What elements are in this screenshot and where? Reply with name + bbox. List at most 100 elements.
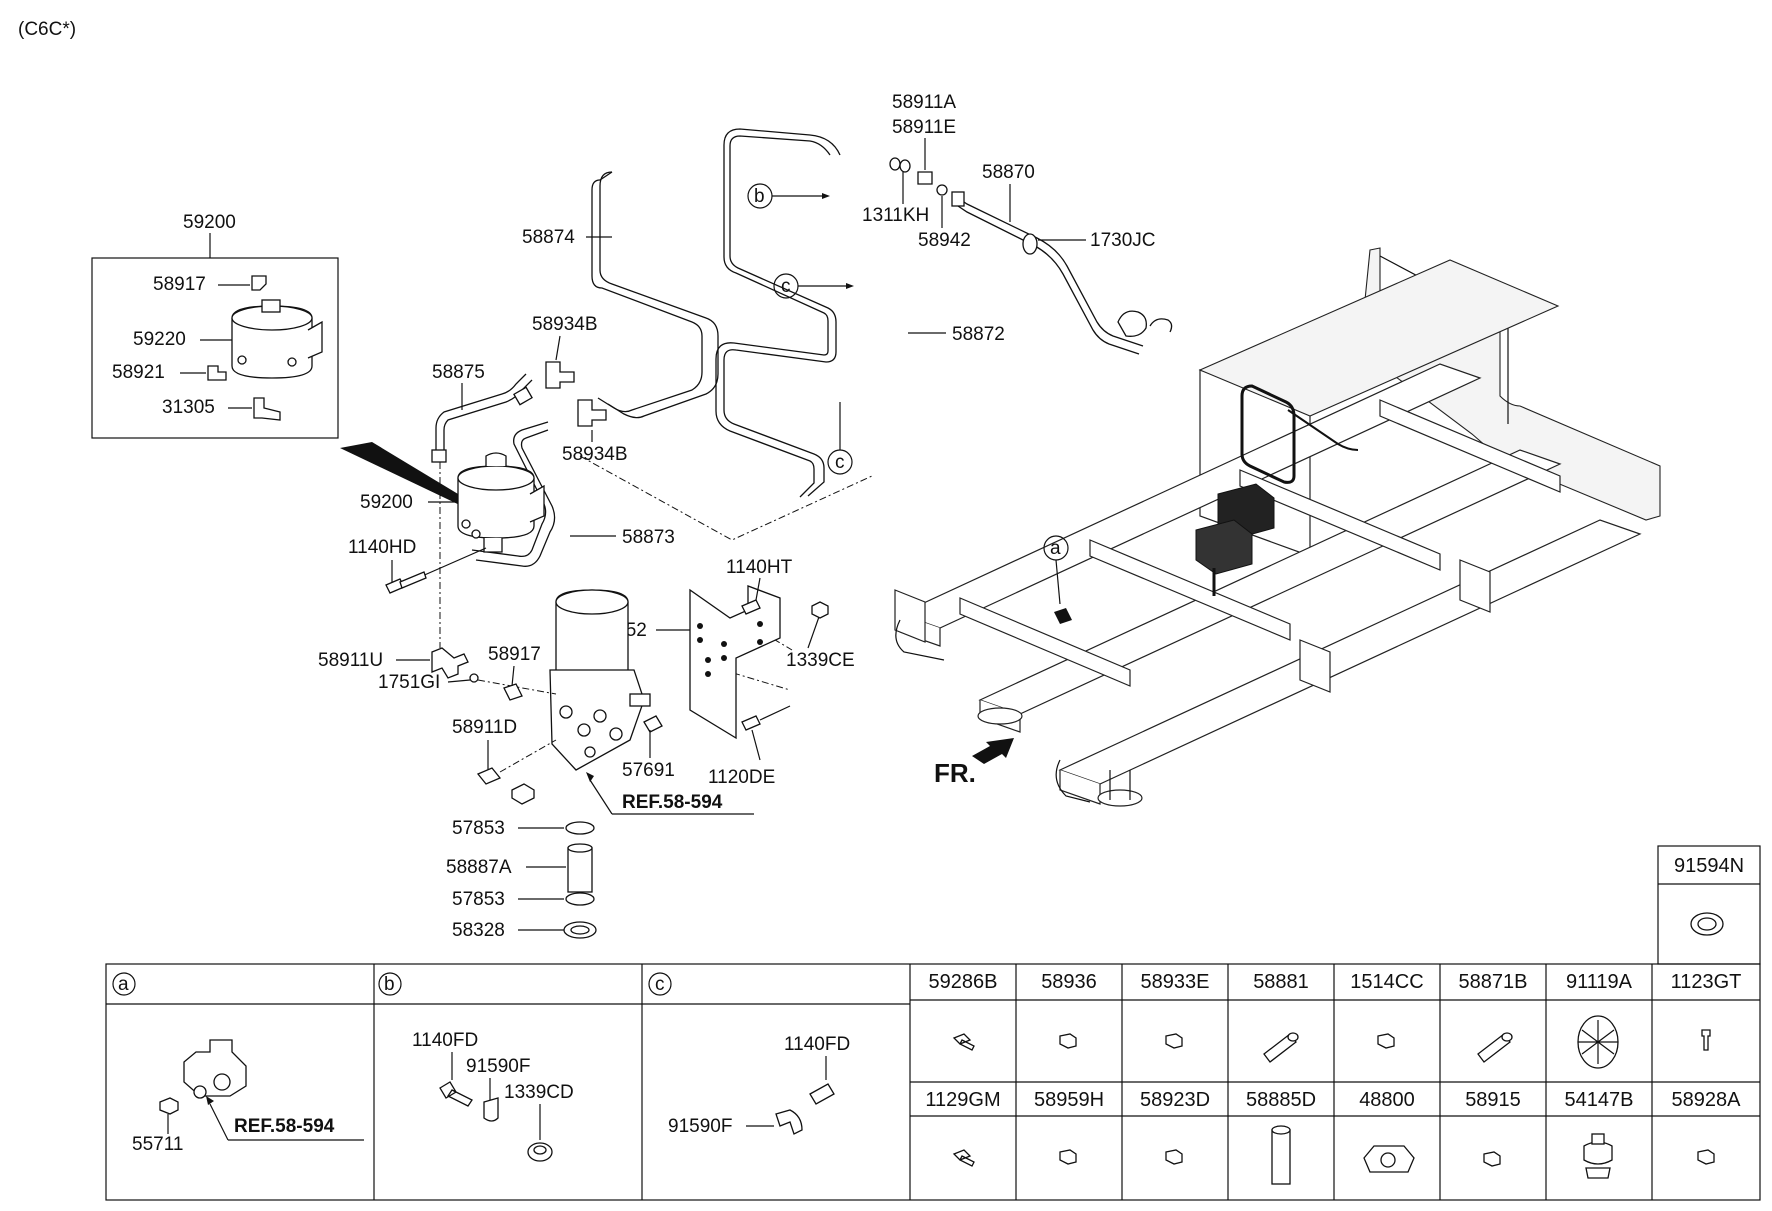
label-58874: 58874 bbox=[522, 227, 575, 248]
label-58328: 58328 bbox=[452, 920, 505, 941]
pipe-58873 bbox=[471, 421, 556, 567]
label-1751gi: 1751GI bbox=[378, 672, 440, 693]
table-part-55711: 55711 bbox=[132, 1134, 183, 1155]
kit-box-label: 59200 bbox=[183, 212, 236, 233]
kit-item-31305: 31305 bbox=[162, 397, 215, 418]
cell-header-91594n: 91594N bbox=[1674, 855, 1744, 877]
label-58911d: 58911D bbox=[452, 717, 517, 738]
front-arrow-icon bbox=[972, 738, 1014, 764]
diagram-code: (C6C*) bbox=[18, 19, 76, 40]
bolt-1129gm-icon bbox=[952, 1149, 975, 1167]
clamp-57853-upper-icon bbox=[565, 821, 595, 835]
cell-header-r2-5: 58915 bbox=[1465, 1089, 1521, 1111]
fitting-58923d-icon bbox=[1165, 1149, 1183, 1165]
label-1311kh: 1311KH bbox=[862, 205, 929, 226]
label-58934b-lower: 58934B bbox=[562, 444, 628, 465]
fitting-58915-icon bbox=[1483, 1151, 1501, 1167]
cell-header-r2-3: 58885D bbox=[1246, 1089, 1316, 1111]
nut-55711-icon bbox=[159, 1097, 179, 1115]
label-58887a: 58887A bbox=[446, 857, 512, 878]
pipe-58874 bbox=[591, 171, 719, 419]
parts-table: 91594N a 55711 REF.58-594 bbox=[105, 845, 1761, 1201]
kit-box bbox=[91, 257, 339, 439]
label-59200: 59200 bbox=[360, 492, 413, 513]
bolt-1140fd-c-icon bbox=[809, 1083, 835, 1105]
governor-59200-icon bbox=[457, 452, 545, 553]
pointer-arrow bbox=[340, 442, 468, 508]
cell-header-r2-0: 1129GM bbox=[925, 1089, 1000, 1111]
fitting-58917-icon bbox=[503, 683, 523, 701]
cell-header-r2-6: 54147B bbox=[1565, 1089, 1634, 1111]
bolt-1140fd-b-icon bbox=[439, 1081, 473, 1107]
cell-header-r1-0: 59286B bbox=[929, 971, 998, 993]
table-part-1140fd-c: 1140FD bbox=[784, 1034, 850, 1055]
fitting-58933e-icon bbox=[1165, 1033, 1183, 1049]
cell-header-r2-1: 58959H bbox=[1034, 1089, 1104, 1111]
table-callout-c-letter: c bbox=[655, 974, 665, 995]
cell-header-r1-2: 58933E bbox=[1141, 971, 1210, 993]
cell-header-r2-2: 58923D bbox=[1140, 1089, 1210, 1111]
oring-1751gi-icon bbox=[469, 673, 479, 683]
label-58911a: 58911A bbox=[892, 92, 956, 113]
fitting-lower-icon bbox=[511, 783, 535, 805]
cell-header-r2-4: 48800 bbox=[1359, 1089, 1415, 1111]
label-1140ht: 1140HT bbox=[726, 557, 793, 578]
cell-header-r1-4: 1514CC bbox=[1350, 971, 1423, 993]
hose-58885d-icon bbox=[1271, 1125, 1291, 1185]
callout-b-letter: b bbox=[754, 186, 765, 207]
hose-58881-icon bbox=[1263, 1033, 1297, 1063]
table-callout-a-letter: a bbox=[118, 974, 129, 995]
fitting-1514cc-icon bbox=[1377, 1033, 1395, 1049]
table-ref-a[interactable]: REF.58-594 bbox=[234, 1116, 335, 1137]
air-dryer-assembly bbox=[549, 589, 651, 771]
label-1120de: 1120DE bbox=[708, 767, 775, 788]
table-callout-b-letter: b bbox=[384, 974, 395, 995]
callout-c-lower-letter: c bbox=[835, 452, 845, 473]
label-58942: 58942 bbox=[918, 230, 971, 251]
bolt-59286b-icon bbox=[952, 1033, 975, 1051]
pipe-58872 bbox=[715, 128, 841, 498]
label-58872: 58872 bbox=[952, 324, 1005, 345]
chassis-frame-illustration bbox=[894, 247, 1661, 807]
clip-91590f-b-icon bbox=[483, 1097, 499, 1122]
plug-fitting-icon bbox=[207, 365, 227, 381]
callout-a-letter: a bbox=[1050, 538, 1061, 559]
bracket-59952 bbox=[689, 585, 781, 740]
cell-header-r1-6: 91119A bbox=[1566, 971, 1633, 993]
fitting-1311kh-icon bbox=[889, 157, 901, 171]
kit-item-58917: 58917 bbox=[153, 274, 206, 295]
kit-item-58921: 58921 bbox=[112, 362, 165, 383]
label-58911e: 58911E bbox=[892, 117, 956, 138]
callout-c-upper-letter: c bbox=[781, 276, 791, 297]
cell-header-r1-5: 58871B bbox=[1459, 971, 1528, 993]
cap-54147b-icon bbox=[1583, 1133, 1613, 1179]
label-58875: 58875 bbox=[432, 362, 485, 383]
cell-header-r2-7: 58928A bbox=[1672, 1089, 1742, 1111]
bolt-1120de-icon bbox=[741, 715, 761, 731]
label-58870: 58870 bbox=[982, 162, 1035, 183]
fitting-58911d-icon bbox=[476, 767, 502, 785]
hose-58887a-icon bbox=[567, 843, 593, 893]
fitting-58936-icon bbox=[1059, 1033, 1077, 1049]
kit-item-59220: 59220 bbox=[133, 329, 186, 350]
governor-valve-icon bbox=[231, 299, 323, 379]
front-direction-label: FR. bbox=[934, 758, 976, 788]
table-part-1140fd-b: 1140FD bbox=[412, 1030, 478, 1051]
label-57853-upper: 57853 bbox=[452, 818, 505, 839]
valve-48800-icon bbox=[1363, 1145, 1415, 1173]
fitting-58959h-icon bbox=[1059, 1149, 1077, 1165]
hose-58870 bbox=[951, 191, 1173, 355]
cell-header-r1-1: 58936 bbox=[1041, 971, 1097, 993]
fitting-57691-icon bbox=[643, 715, 663, 733]
elbow-fitting-icon bbox=[251, 275, 267, 291]
ref-label[interactable]: REF.58-594 bbox=[622, 792, 723, 813]
label-58917: 58917 bbox=[488, 644, 541, 665]
table-part-91590f-c: 91590F bbox=[668, 1116, 732, 1137]
table-callout-c bbox=[648, 972, 672, 996]
bracket-ref-icon bbox=[183, 1039, 247, 1099]
label-57853-lower: 57853 bbox=[452, 889, 505, 910]
label-58911u: 58911U bbox=[318, 650, 383, 671]
clamp-57853-lower-icon bbox=[565, 892, 595, 906]
tee-58934b-upper-icon bbox=[545, 361, 575, 389]
